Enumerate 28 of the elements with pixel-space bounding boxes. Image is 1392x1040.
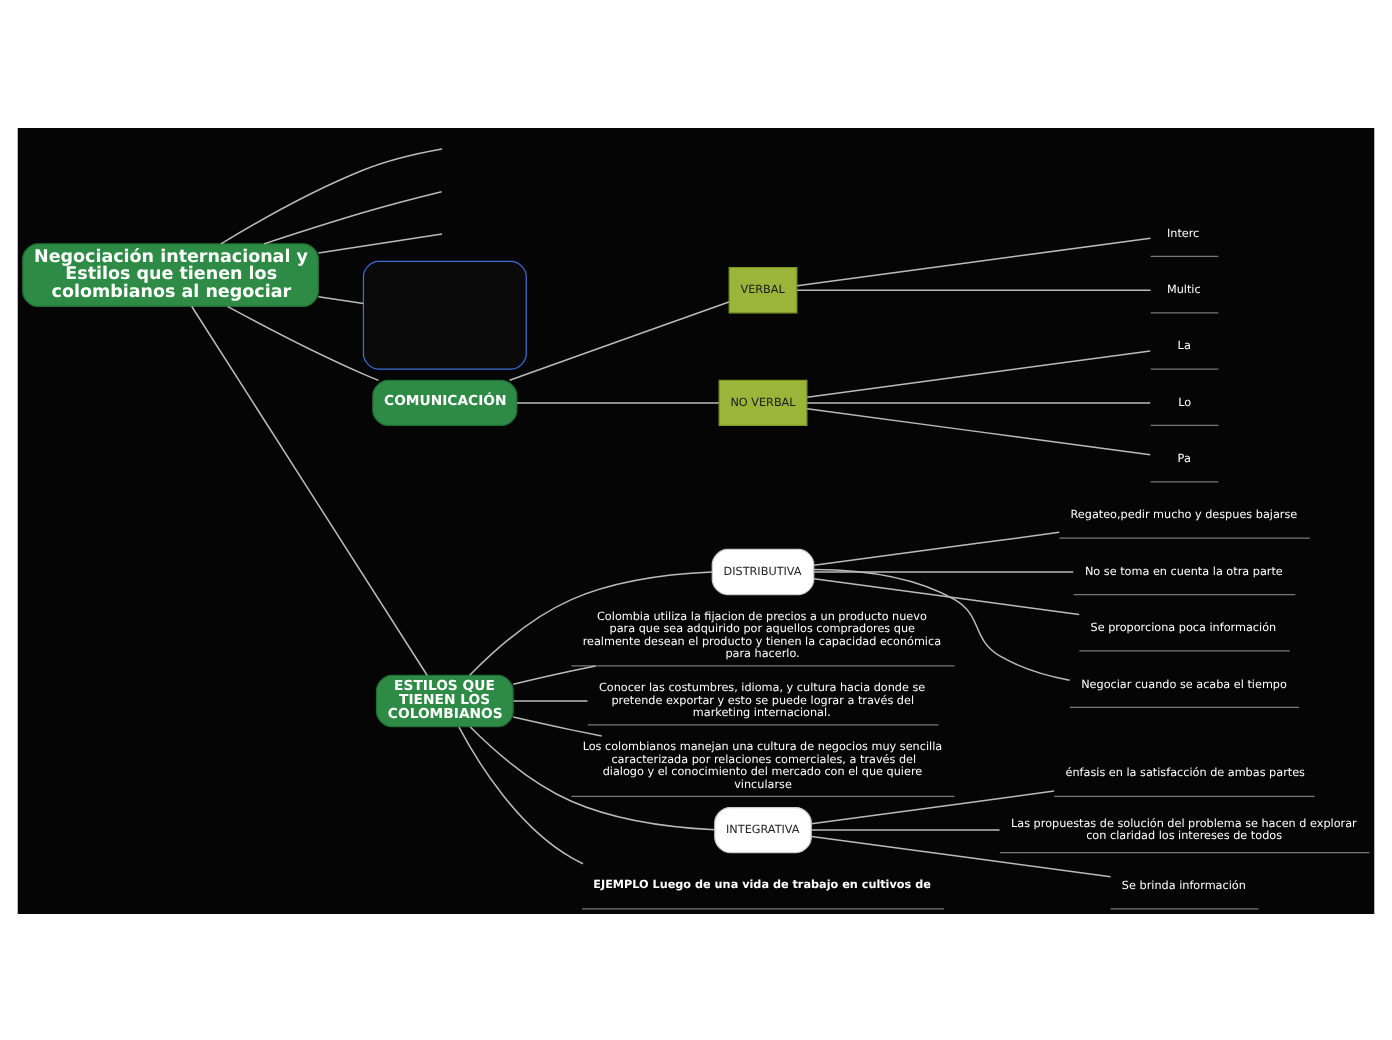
connector — [317, 232, 443, 253]
connector — [806, 406, 1151, 455]
connector — [508, 300, 730, 380]
connector — [796, 288, 1152, 290]
connector — [796, 236, 1152, 286]
connector — [806, 401, 1151, 403]
connector — [813, 567, 1071, 680]
connector — [458, 725, 584, 864]
connector — [469, 725, 716, 830]
connector — [227, 304, 380, 381]
connector — [813, 530, 1060, 566]
node-box — [362, 259, 527, 369]
connector — [469, 570, 713, 675]
connector — [813, 577, 1080, 615]
connector — [813, 570, 1074, 572]
connector — [512, 699, 589, 701]
connector — [317, 295, 365, 304]
connector — [810, 828, 1001, 830]
connector — [806, 349, 1151, 397]
connector — [220, 147, 443, 244]
connector — [512, 664, 597, 684]
node-box: Negociación internacional y Estilos que tienen los colombianos al negociar — [22, 242, 319, 307]
connector — [810, 834, 1112, 877]
connector — [263, 190, 443, 244]
connector — [810, 789, 1055, 824]
connector — [191, 304, 428, 675]
connector — [512, 715, 603, 736]
connector — [516, 401, 720, 403]
